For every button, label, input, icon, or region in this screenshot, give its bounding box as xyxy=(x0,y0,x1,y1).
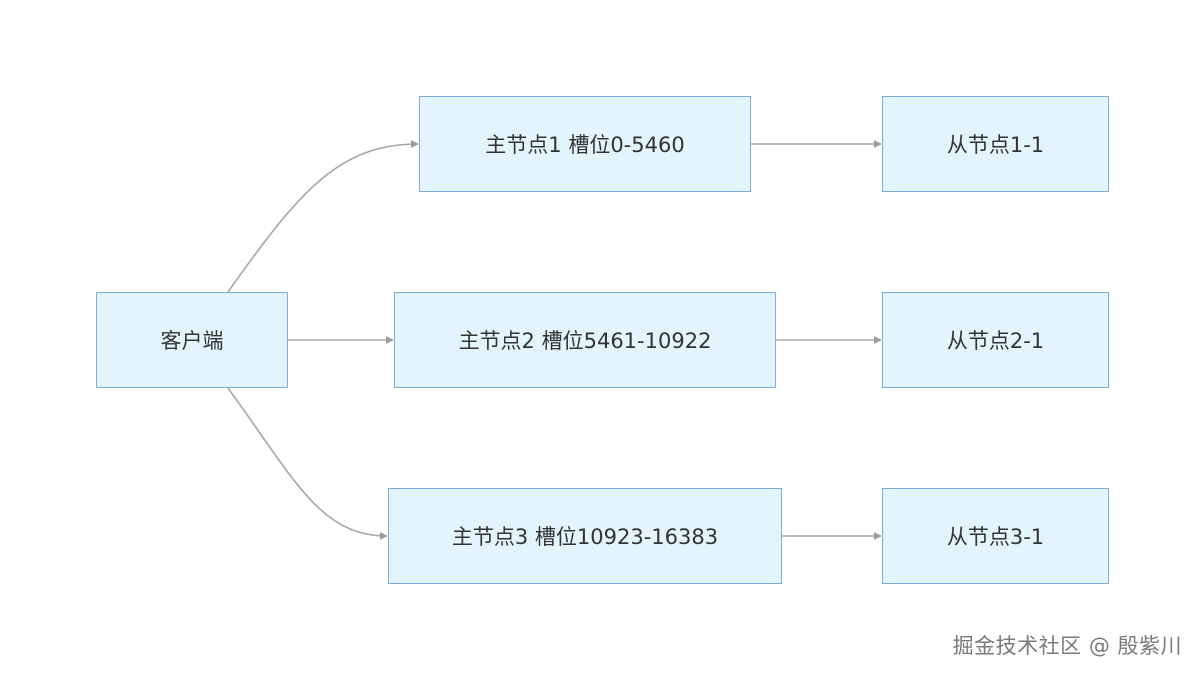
node-slave-1-label: 从节点1-1 xyxy=(946,133,1045,157)
node-master-3-label: 主节点3 槽位10923-16383 xyxy=(451,525,719,549)
node-slave-3-label: 从节点3-1 xyxy=(946,525,1045,549)
node-client[interactable]: 客户端 xyxy=(96,292,288,388)
edge-client-to-master3 xyxy=(227,387,388,540)
node-slave-2-label: 从节点2-1 xyxy=(946,329,1045,353)
edge-client-to-master1 xyxy=(227,140,419,293)
node-master-2-label: 主节点2 槽位5461-10922 xyxy=(458,329,712,353)
node-master-1-label: 主节点1 槽位0-5460 xyxy=(485,133,685,157)
watermark-text: 掘金技术社区 @ 殷紫川 xyxy=(952,634,1182,658)
node-master-1[interactable]: 主节点1 槽位0-5460 xyxy=(419,96,751,192)
node-slave-2[interactable]: 从节点2-1 xyxy=(882,292,1109,388)
node-slave-3[interactable]: 从节点3-1 xyxy=(882,488,1109,584)
node-master-2[interactable]: 主节点2 槽位5461-10922 xyxy=(394,292,776,388)
node-slave-1[interactable]: 从节点1-1 xyxy=(882,96,1109,192)
node-master-3[interactable]: 主节点3 槽位10923-16383 xyxy=(388,488,782,584)
node-client-label: 客户端 xyxy=(160,329,224,353)
